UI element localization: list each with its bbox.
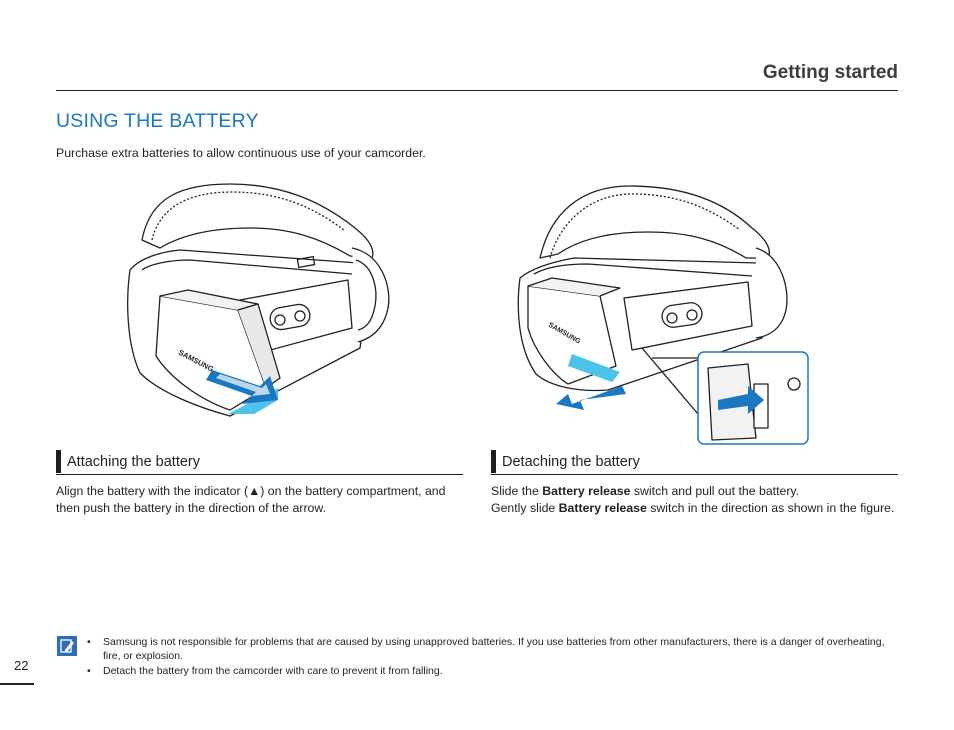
note-icon [57, 636, 77, 656]
indicator-symbol: ▲ [248, 484, 261, 498]
attach-instructions: Align the battery with the indicator (▲)… [56, 484, 446, 515]
attach-heading-label: Attaching the battery [67, 454, 200, 470]
detach-instructions: Slide the Battery release switch and pul… [491, 483, 901, 516]
notes-list: Samsung is not responsible for problems … [87, 635, 897, 679]
note-item: Samsung is not responsible for problems … [87, 635, 897, 663]
note-item: Detach the battery from the camcorder wi… [87, 664, 897, 678]
page-number: 22 [14, 658, 29, 673]
detach-heading-label: Detaching the battery [502, 454, 640, 470]
page-number-rule [0, 683, 34, 685]
heading-bar [491, 450, 496, 473]
detach-line-2: Gently slide Battery release switch in t… [491, 500, 895, 515]
attach-heading: Attaching the battery [56, 450, 463, 475]
attach-battery-illustration: SAMSUNG [127, 183, 390, 417]
header-divider [56, 90, 898, 91]
page-title: USING THE BATTERY [56, 110, 259, 132]
detach-battery-illustration: SAMSUNG [517, 185, 809, 445]
heading-bar [56, 450, 61, 473]
detach-heading: Detaching the battery [491, 450, 898, 475]
detach-line-1: Slide the Battery release switch and pul… [491, 484, 800, 498]
section-header: Getting started [762, 62, 898, 83]
intro-text: Purchase extra batteries to allow contin… [56, 146, 426, 160]
